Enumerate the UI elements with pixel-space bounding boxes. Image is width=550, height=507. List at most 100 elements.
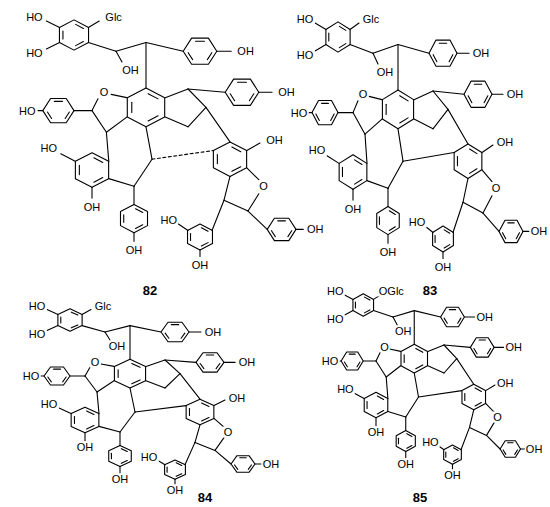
single-bond (40, 375, 44, 376)
single-bond (247, 143, 260, 151)
double-bond (484, 96, 488, 103)
single-bond (388, 161, 403, 188)
single-bond (165, 360, 180, 374)
double-bond (217, 155, 218, 164)
double-bond (132, 363, 140, 367)
double-bond (479, 339, 485, 340)
atom-label: HO (308, 145, 327, 156)
double-bond (79, 165, 80, 174)
single-bond (403, 153, 454, 162)
double-bond (54, 369, 61, 370)
single-bond (247, 168, 259, 180)
double-bond (328, 33, 329, 41)
double-bond (339, 44, 345, 48)
double-bond (202, 418, 209, 421)
double-bond (331, 114, 334, 120)
single-bond (433, 109, 448, 128)
ring-bond (75, 153, 108, 188)
single-bond (444, 345, 457, 359)
atom-label: OH (496, 377, 515, 388)
double-bond (201, 228, 208, 231)
double-bond (123, 215, 124, 222)
double-bond (171, 324, 178, 325)
double-bond (379, 217, 380, 224)
double-bond (516, 233, 519, 239)
atom-label: OH (367, 427, 386, 438)
single-bond (470, 410, 474, 428)
double-bond (167, 467, 168, 472)
ring-bond (127, 88, 164, 127)
atom-label: Glc (94, 301, 113, 312)
double-bond (355, 160, 362, 165)
atom-label: OH (108, 340, 127, 351)
single-bond (217, 51, 231, 52)
single-bond (188, 89, 206, 107)
single-bond (38, 110, 43, 111)
single-bond (199, 250, 200, 256)
double-bond (416, 348, 423, 352)
double-bond (48, 377, 51, 382)
single-bond (101, 364, 114, 366)
single-bond (487, 435, 501, 449)
atom-label: HO (28, 301, 47, 312)
ring-bond (341, 352, 363, 370)
double-bond (181, 333, 185, 338)
atom-label: HO (408, 216, 427, 227)
double-bond (54, 101, 62, 102)
double-bond (344, 362, 347, 367)
ring-bond (312, 100, 338, 124)
double-bond (240, 457, 246, 458)
single-bond (414, 373, 418, 397)
single-bond (414, 311, 440, 317)
single-bond (386, 366, 400, 377)
atom-label: OH (125, 244, 144, 255)
double-bond (176, 474, 182, 477)
atom-label: OH (83, 201, 102, 212)
atom-label: OH (434, 262, 453, 273)
double-bond (355, 180, 362, 185)
single-bond (146, 360, 165, 366)
single-bond (109, 179, 134, 187)
double-bond (47, 112, 51, 118)
single-bond (185, 442, 195, 464)
single-bond (130, 388, 135, 412)
single-bond (448, 109, 468, 144)
ring-bond (464, 81, 492, 107)
atom-label: OH (277, 87, 296, 98)
single-bond (224, 176, 230, 200)
single-bond (373, 311, 393, 317)
compound-number: 85 (412, 491, 428, 504)
single-bond (308, 112, 312, 113)
single-bond (390, 349, 401, 351)
single-bond (405, 451, 406, 457)
double-bond (148, 116, 158, 121)
ring-bond (213, 142, 246, 177)
atom-label: OH (394, 325, 413, 336)
double-bond (377, 411, 383, 414)
single-bond (350, 23, 359, 29)
double-bond (503, 233, 506, 239)
single-bond (483, 213, 499, 231)
atom-label: HO (22, 371, 41, 382)
ring-bond (44, 367, 70, 385)
double-bond (165, 333, 169, 338)
atom-label: OH (504, 342, 523, 353)
single-bond (398, 45, 429, 54)
single-bond (350, 45, 373, 54)
single-bond (327, 156, 339, 164)
single-bond (88, 21, 99, 27)
atom-label: HO (40, 399, 59, 410)
double-bond (444, 230, 450, 233)
double-bond (508, 222, 514, 223)
single-bond (119, 432, 120, 446)
atom-label: OH (376, 66, 395, 77)
double-bond (316, 114, 319, 120)
ring-bond (499, 220, 523, 242)
single-bond (195, 425, 200, 443)
double-bond (189, 409, 190, 416)
ring-bond (225, 79, 259, 105)
double-bond (407, 446, 412, 449)
double-bond (515, 450, 518, 454)
single-bond (376, 352, 380, 361)
atom-label: O (258, 181, 269, 192)
